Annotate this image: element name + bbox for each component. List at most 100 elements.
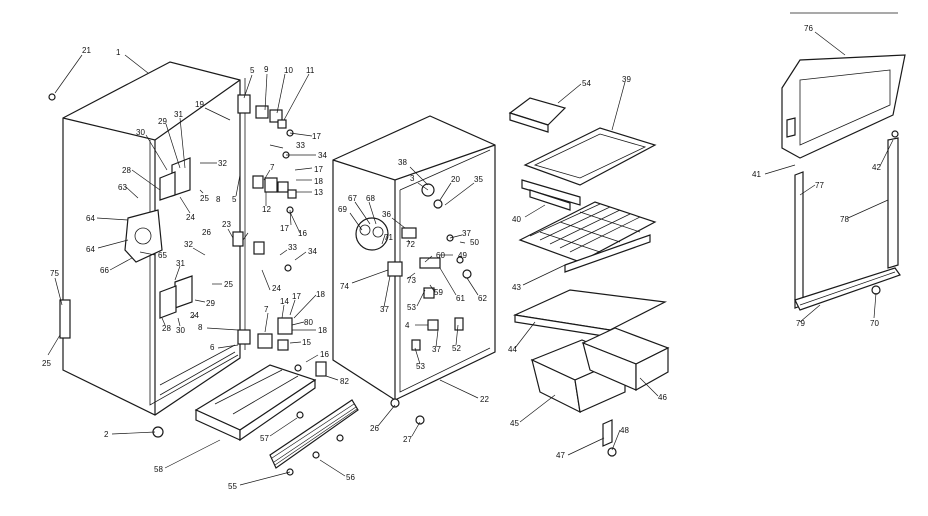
leader-lines [47, 12, 898, 486]
callout: 64 [86, 214, 95, 223]
callout: 57 [260, 434, 269, 443]
callout: 47 [556, 451, 565, 460]
liner-assembly [332, 115, 496, 425]
callout: 76 [804, 24, 813, 33]
callout: 53 [407, 303, 416, 312]
callout: 55 [228, 482, 237, 491]
callout: 6 [210, 343, 215, 352]
callout: 10 [284, 66, 293, 75]
callout: 56 [346, 473, 355, 482]
callout: 37 [380, 305, 389, 314]
callout: 62 [478, 294, 487, 303]
crisper-cover [512, 289, 668, 338]
callout: 31 [174, 110, 183, 119]
callout: 61 [456, 294, 465, 303]
callout: 77 [815, 181, 824, 190]
callout: 15 [302, 338, 311, 347]
callout: 40 [512, 215, 521, 224]
callout: 63 [118, 183, 127, 192]
callout: 24 [272, 284, 281, 293]
callout: 32 [218, 159, 227, 168]
callout: 14 [280, 297, 289, 306]
callout: 16 [320, 350, 329, 359]
callout: 35 [474, 175, 483, 184]
callout: 4 [405, 321, 410, 330]
callout: 64 [86, 245, 95, 254]
callout: 78 [840, 215, 849, 224]
callout: 25 [200, 194, 209, 203]
glass-shelf [521, 127, 657, 211]
callout: 29 [206, 299, 215, 308]
freezer-door-shelf [781, 54, 906, 159]
callout: 66 [100, 266, 109, 275]
callout: 22 [480, 395, 489, 404]
callout: 24 [190, 311, 199, 320]
callout: 18 [314, 177, 323, 186]
callout: 72 [406, 240, 415, 249]
callout: 33 [288, 243, 297, 252]
callout: 60 [436, 251, 445, 260]
door-trim [794, 130, 901, 311]
callout: 3 [410, 174, 415, 183]
callout: 17 [314, 165, 323, 174]
callout: 8 [198, 323, 203, 332]
callout: 73 [407, 276, 416, 285]
callout: 71 [384, 233, 393, 242]
callout: 52 [452, 344, 461, 353]
callout: 17 [312, 132, 321, 141]
callout: 43 [512, 283, 521, 292]
callout: 17 [292, 292, 301, 301]
callout: 59 [434, 288, 443, 297]
callout: 7 [264, 305, 269, 314]
callout: 11 [306, 66, 315, 75]
callout: 36 [382, 210, 391, 219]
callout: 7 [270, 163, 275, 172]
crisper-drawer-right [581, 327, 670, 392]
callout: 34 [308, 247, 317, 256]
callout: 45 [510, 419, 519, 428]
callout: 33 [296, 141, 305, 150]
callout: 44 [508, 345, 517, 354]
callout: 2 [104, 430, 109, 439]
crisper-tray [194, 364, 317, 442]
callout: 41 [752, 170, 761, 179]
callout: 13 [314, 188, 323, 197]
callout: 53 [416, 362, 425, 371]
door-bracket-upper [159, 157, 191, 201]
callout: 39 [622, 75, 631, 84]
callout: 12 [262, 205, 271, 214]
callout: 18 [316, 290, 325, 299]
callout: 28 [162, 324, 171, 333]
callout: 17 [280, 224, 289, 233]
callout: 8 [216, 195, 221, 204]
wire-shelf [518, 201, 657, 273]
control-housing [124, 209, 163, 263]
callout: 54 [582, 79, 591, 88]
butter-tray [508, 97, 567, 133]
callout: 75 [50, 269, 59, 278]
callout: 42 [872, 163, 881, 172]
callout: 29 [158, 117, 167, 126]
callout: 20 [451, 175, 460, 184]
door-bracket-lower [159, 275, 193, 319]
callout: 25 [224, 280, 233, 289]
callout: 34 [318, 151, 327, 160]
callout: 23 [222, 220, 231, 229]
callout: 50 [470, 238, 479, 247]
callout: 32 [184, 240, 193, 249]
callout: 24 [186, 213, 195, 222]
callout: 38 [398, 158, 407, 167]
callout: 5 [250, 66, 255, 75]
callout: 80 [304, 318, 313, 327]
callout: 31 [176, 259, 185, 268]
callout: 5 [232, 195, 237, 204]
callout: 70 [870, 319, 879, 328]
roller-parts [602, 419, 617, 457]
callout: 58 [154, 465, 163, 474]
callout: 18 [318, 326, 327, 335]
callout: 16 [298, 229, 307, 238]
callout: 82 [340, 377, 349, 386]
callout-labels: 21 1 5 9 10 11 19 17 33 34 30 29 31 32 2… [42, 24, 881, 491]
